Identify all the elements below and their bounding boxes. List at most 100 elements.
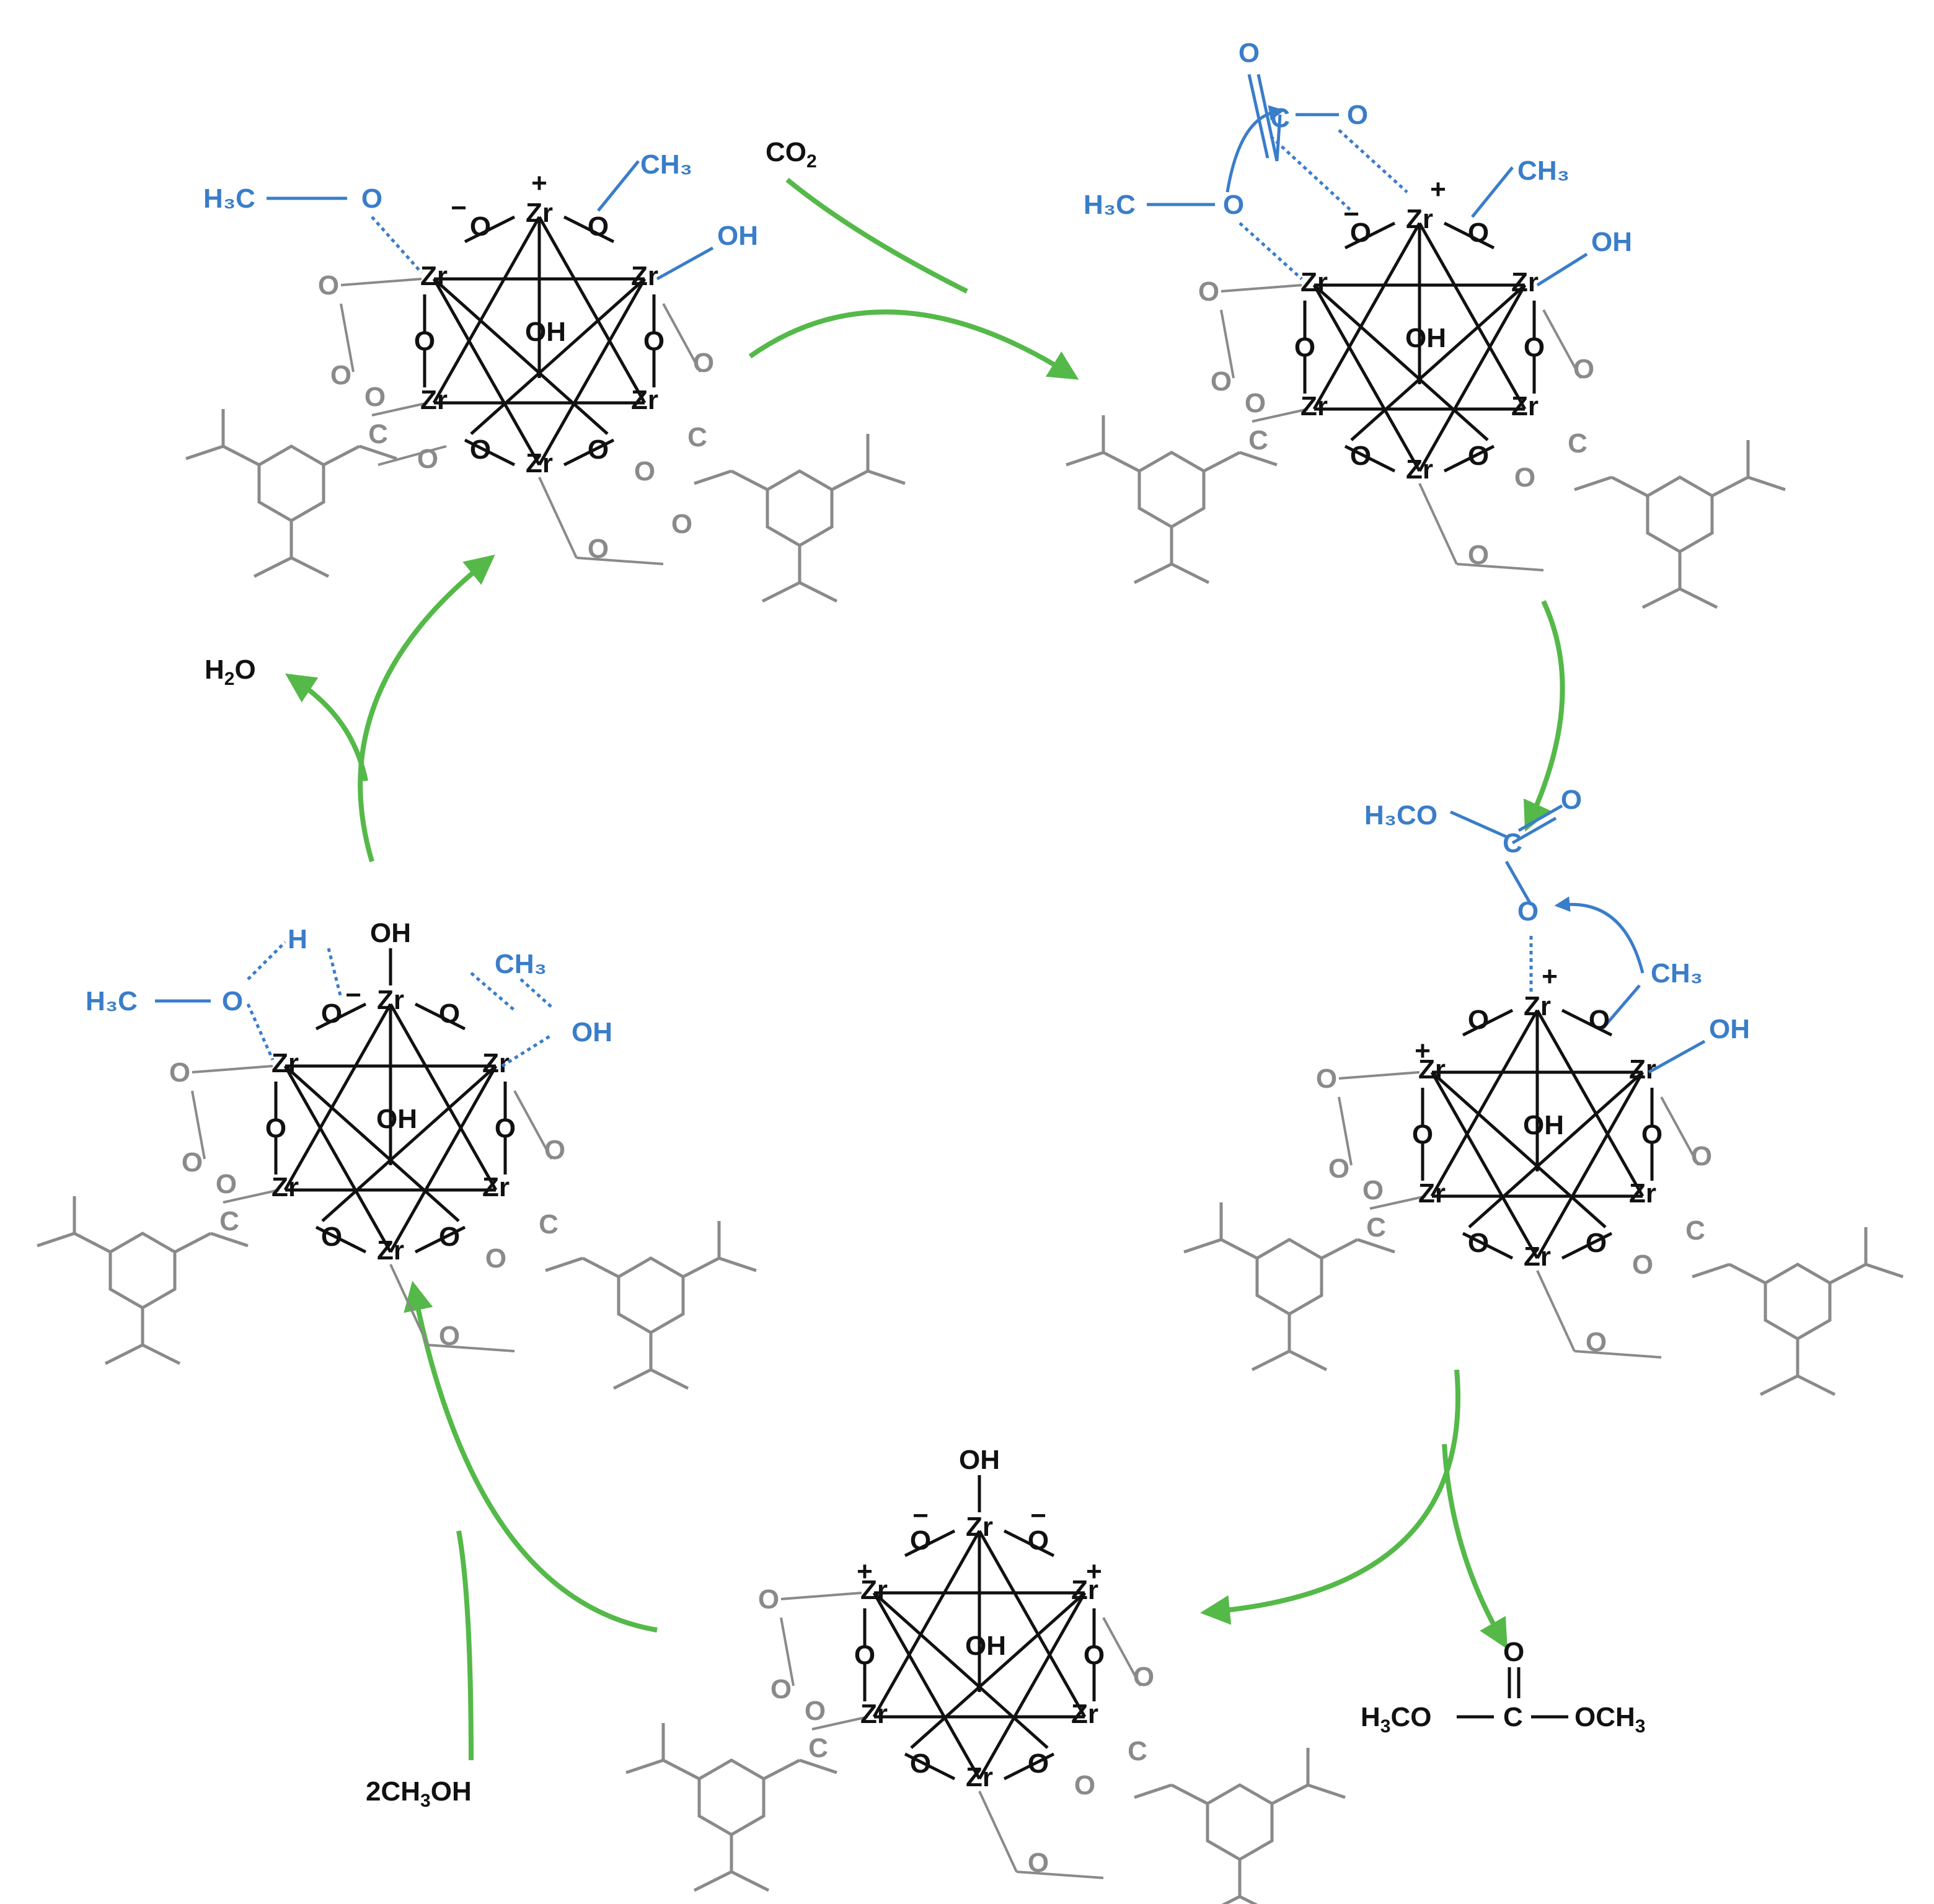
zr-atom: Zr [966,1762,993,1792]
o-atom: O [1028,1748,1049,1779]
arrow-top [748,309,1079,380]
zr-atom: Zr [1406,454,1433,485]
ch3-label: CH₃ [1517,156,1570,186]
zr-atom: Zr [272,1172,299,1202]
o-ligand: O [182,1147,203,1178]
o-ligand: O [1316,1064,1337,1094]
arrow-dmc-out [1442,1443,1508,1649]
zr-atom: Zr [966,1512,993,1542]
zr-atom: Zr [482,1048,510,1078]
o-atom: O [1468,1228,1489,1258]
c-ligand: C [1366,1212,1386,1243]
dmc-left: H3CO [1361,1702,1431,1737]
methoxy-label: H₃C [86,986,138,1016]
o-atom: O [1294,332,1315,363]
zr-atom: Zr [860,1575,888,1605]
o-atom: O [1350,218,1371,248]
o-atom: O [1641,1119,1662,1150]
o-ligand: O [318,270,339,301]
structure-1: Zr Zr Zr Zr Zr Zr OH O O O O O O + − O O… [186,149,905,601]
zr-atom: Zr [526,448,553,478]
zr-atom: Zr [1418,1178,1446,1209]
zr-atom: Zr [1629,1178,1656,1209]
arrow-bottom-left [404,1280,658,1633]
zr-atom: Zr [1524,1241,1551,1272]
carbonate-c: C [1503,828,1522,858]
oh-top: OH [959,1445,1000,1475]
c-ligand: C [539,1209,559,1240]
o-atom: O [1412,1119,1433,1150]
o-ligand: O [1211,366,1232,397]
o-ligand: O [1328,1153,1349,1184]
o-ligand: O [1074,1770,1095,1800]
dmc-right: OCH3 [1574,1702,1645,1737]
o-ligand: O [671,509,692,539]
o-atom: O [1468,441,1489,471]
oh-center: OH [376,1104,417,1134]
zr-atom: Zr [1524,991,1551,1021]
co2-label: CO2 [766,137,817,172]
o-ligand: O [1573,354,1594,384]
zr-atom: Zr [860,1699,888,1729]
oh-label: OH [717,221,758,251]
ch3-label: CH₃ [640,149,692,180]
zr-atom: Zr [420,385,448,415]
methoxy-o: O [222,986,243,1016]
o-atom: O [1586,1228,1607,1258]
hydroxide-label: OH [572,1017,612,1047]
charge-plus: + [531,168,547,198]
o-atom: O [1084,1640,1105,1670]
o-ligand: O [417,444,438,474]
o-ligand: O [1691,1141,1712,1171]
c-ligand: C [687,422,707,452]
oh-label: OH [1591,227,1632,257]
dimethyl-carbonate: O H3CO C OCH3 [1361,1637,1645,1737]
structure-4: OH Zr Zr Zr Zr Zr Zr OH O O O O O O + + … [626,1445,1345,1904]
o-atom: O [1468,1005,1489,1035]
zr-atom: Zr [1300,267,1328,298]
structure-5: OH Zr Zr Zr Zr Zr Zr OH O O O O O O − O … [37,918,756,1388]
dmc-o-top: O [1503,1637,1524,1667]
co2-c: C [1270,103,1290,133]
o-atom: O [321,998,342,1029]
o-ligand: O [1632,1250,1653,1280]
h3co-label: H₃CO [1364,800,1437,831]
zr-atom: Zr [377,985,404,1015]
zr-atom: Zr [272,1048,299,1078]
charge-plus: + [1415,1036,1431,1066]
c-ligand: C [368,419,388,449]
o-ligand: O [1133,1662,1154,1692]
c-ligand: C [1248,425,1268,456]
o-atom: O [643,326,665,356]
o-ligand: O [634,456,655,487]
methoxy-label: H₃C [203,183,255,214]
o-atom: O [1524,332,1545,363]
zr-atom: Zr [1406,204,1433,234]
o-atom: O [588,434,609,465]
arrow-bottom-right [1200,1369,1460,1625]
o-atom: O [495,1113,516,1144]
o-ligand: O [216,1169,237,1199]
o-ligand: O [1468,540,1489,570]
charge-minus: − [345,980,361,1010]
o-atom: O [1350,441,1371,471]
charge-minus: − [451,193,467,223]
o-atom: O [470,211,491,242]
zr-atom: Zr [631,385,658,415]
cycle-arrows [285,177,1565,1761]
o-minus: O [1589,1005,1610,1035]
zr-atom: Zr [631,261,658,291]
zr-atom: Zr [1300,391,1328,421]
o-ligand: O [485,1243,506,1274]
zr-atom: Zr [482,1172,510,1202]
charge-plus: + [1542,961,1558,992]
o-ligand: O [1362,1175,1384,1205]
o-ligand: O [330,360,351,390]
structure-3: Zr Zr Zr Zr Zr Zr OH O O O O O + + O O O… [1184,785,1903,1395]
oh-center: OH [965,1631,1006,1661]
o-ligand: O [439,1321,460,1351]
methoxy-o: O [1223,190,1244,220]
zr-atom: Zr [526,198,553,228]
arrow-h2o-out [285,673,368,782]
o-atom: O [910,1525,931,1556]
